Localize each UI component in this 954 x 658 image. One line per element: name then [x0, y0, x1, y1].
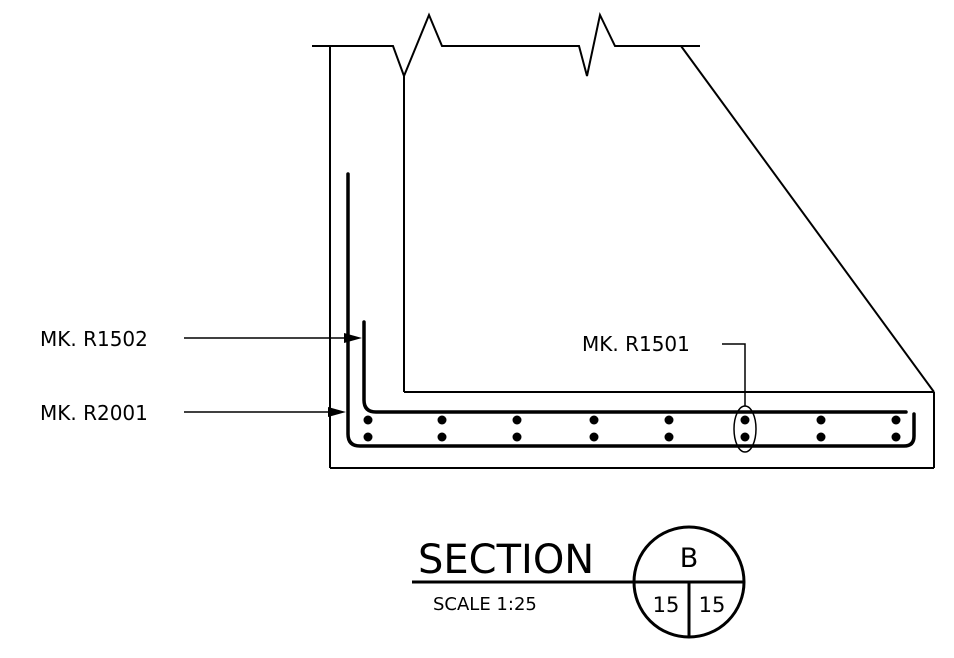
top-bar-dot [363, 415, 373, 425]
top-bar-dot [664, 415, 674, 425]
section-bubble-letter: B [680, 543, 699, 574]
section-bubble-sheet-left: 15 [653, 593, 680, 617]
top-bar-dot [891, 415, 901, 425]
bar-r2001 [346, 172, 916, 448]
arrowhead-r2001 [328, 407, 346, 417]
section-scale: SCALE 1:25 [433, 594, 537, 615]
top-bar-dot [437, 415, 447, 425]
bottom-bar-dot [437, 432, 447, 442]
bottom-bar-dot [891, 432, 901, 442]
bottom-bar-dot [740, 432, 750, 442]
top-bar-dot [816, 415, 826, 425]
leader-arrowheads [328, 333, 362, 417]
rebar-lines [346, 172, 916, 448]
longitudinal-bars [363, 415, 901, 442]
sloped-face [680, 45, 935, 393]
label-r1501: MK. R1501 [582, 332, 690, 356]
section-bubble-sheet-right: 15 [699, 593, 726, 617]
top-bar-dot [740, 415, 750, 425]
arrowhead-r1502 [344, 333, 362, 343]
label-r2001: MK. R2001 [40, 401, 148, 425]
bar-r1502 [362, 320, 908, 414]
concrete-outline [312, 11, 935, 469]
top-bar-dot [512, 415, 522, 425]
bottom-bar-dot [816, 432, 826, 442]
bottom-bar-dot [589, 432, 599, 442]
label-r1502: MK. R1502 [40, 327, 148, 351]
top-bar-dot [589, 415, 599, 425]
bottom-bar-dot [363, 432, 373, 442]
bottom-bar-dot [664, 432, 674, 442]
top-break-line [312, 11, 700, 79]
leader-r1501 [722, 343, 746, 406]
section-title: SECTION [418, 537, 594, 583]
section-bubble: B 15 15 [632, 525, 746, 639]
leaders [184, 337, 746, 413]
bottom-bar-dot [512, 432, 522, 442]
